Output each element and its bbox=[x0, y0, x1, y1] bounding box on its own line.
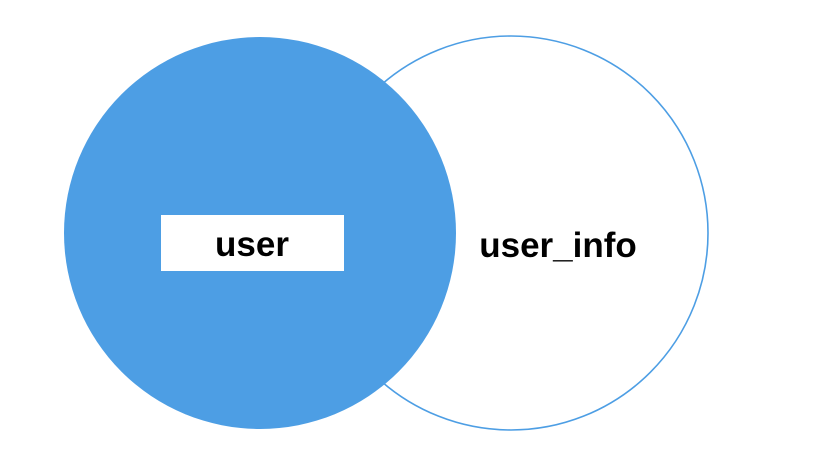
user-label: user bbox=[215, 225, 289, 264]
user-info-label: user_info bbox=[479, 226, 637, 265]
user-label-box bbox=[161, 215, 344, 271]
